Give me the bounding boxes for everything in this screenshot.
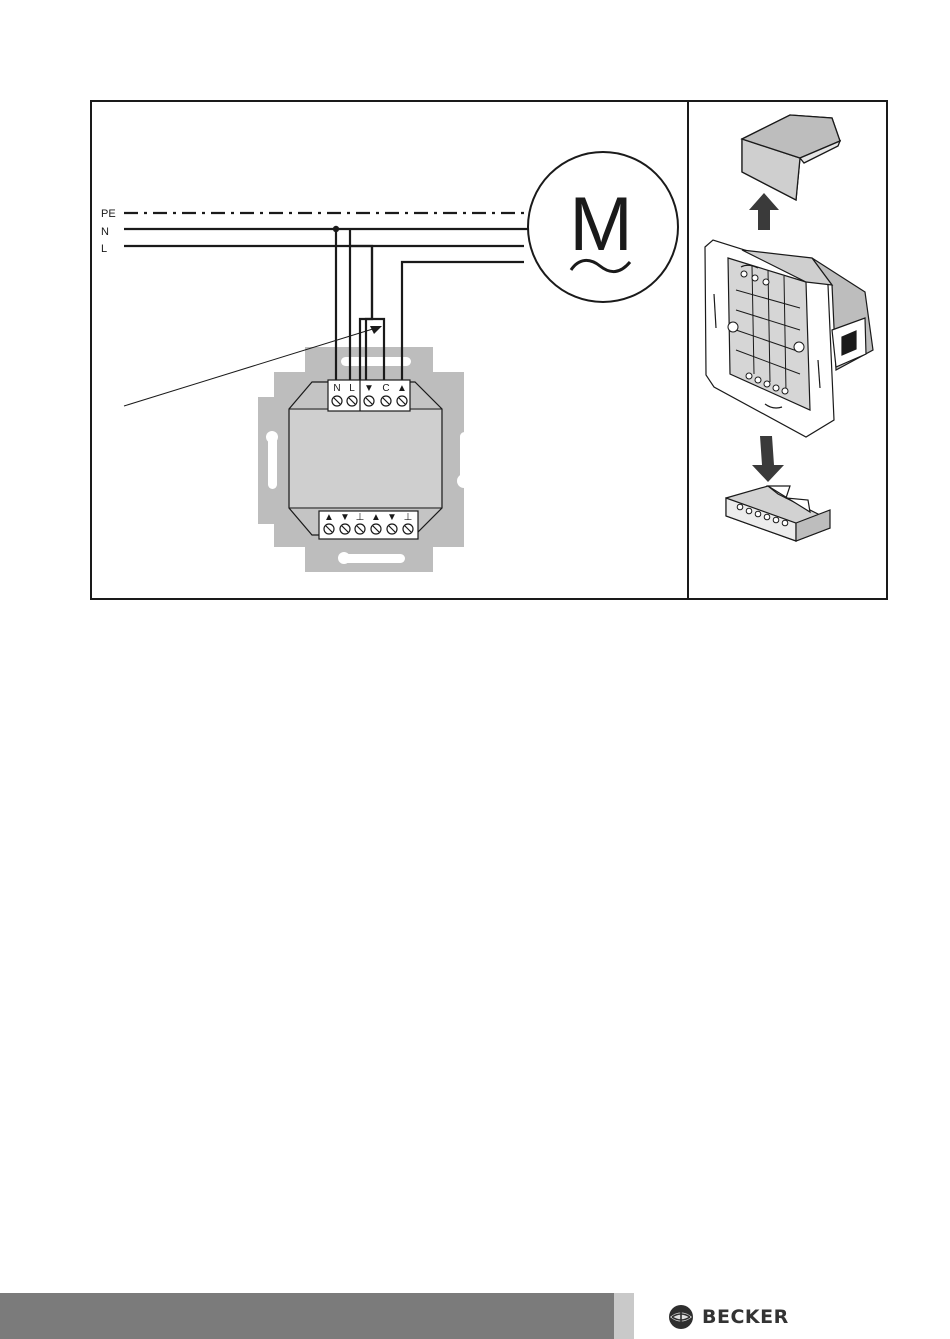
bottom-label: ▼ (387, 512, 397, 523)
bottom-label: ⊥ (356, 512, 365, 523)
mounting-frame (705, 240, 873, 437)
terminal-label-l: L (349, 383, 355, 394)
callout-arrowhead (370, 326, 382, 334)
arrow-down-icon (752, 436, 784, 482)
terminal-label-down: ▼ (364, 383, 374, 394)
bottom-label: ⊥ (404, 512, 413, 523)
terminal-label-n: N (333, 383, 340, 394)
installation-views (705, 115, 873, 541)
brand: BECKER (668, 1302, 789, 1332)
label-l: L (101, 243, 107, 255)
arrow-up-icon (749, 193, 779, 230)
plate-hole-right (457, 474, 471, 488)
module-face (290, 410, 441, 507)
brand-name: BECKER (702, 1306, 789, 1328)
bottom-label: ▲ (324, 512, 334, 523)
terminal-label-up: ▲ (397, 383, 407, 394)
bottom-label: ▼ (340, 512, 350, 523)
label-pe: PE (101, 208, 116, 220)
footer-bar (0, 1293, 614, 1339)
footer-notch (614, 1293, 634, 1339)
motor-symbol: M (569, 182, 632, 267)
label-n: N (101, 226, 109, 238)
plate-hole-left (266, 431, 278, 443)
cover-cap (742, 115, 840, 200)
becker-logo-icon (668, 1304, 694, 1330)
plate-slot-top (341, 357, 411, 366)
terminal-cover (726, 486, 830, 541)
bottom-label: ▲ (371, 512, 381, 523)
plate-hole-bottom (338, 552, 350, 564)
wiring-diagram: PE N L M N L ▼ (101, 152, 678, 572)
wire-l-to-c (350, 246, 372, 319)
figure: PE N L M N L ▼ (0, 0, 950, 620)
terminal-label-c: C (382, 383, 389, 394)
